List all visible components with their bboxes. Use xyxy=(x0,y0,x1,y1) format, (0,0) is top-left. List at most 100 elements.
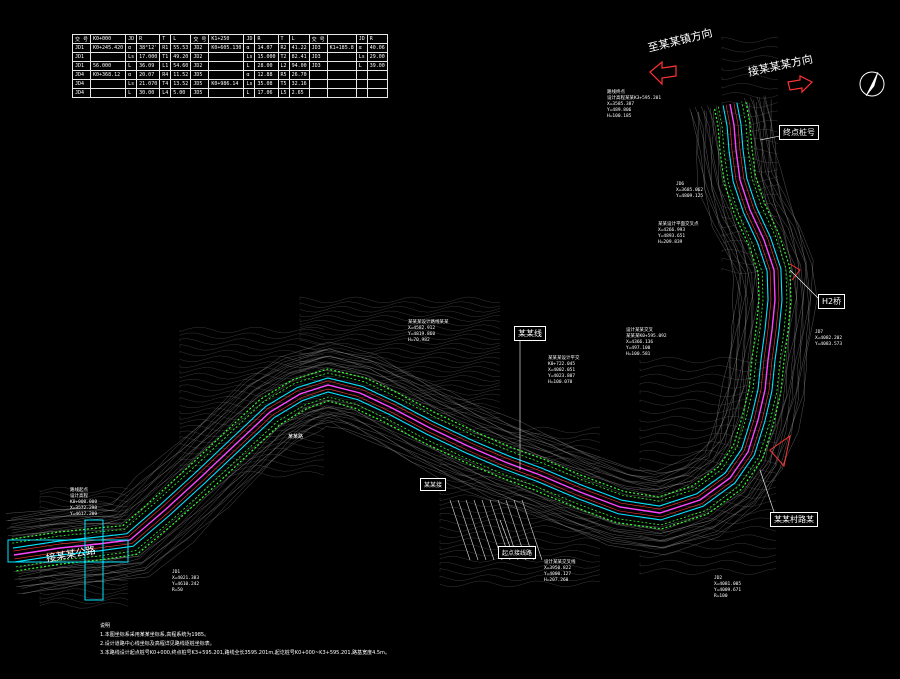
table-cell: 38°12' xyxy=(136,43,161,53)
annotation-line: Y=4023.807 xyxy=(548,374,576,379)
contour-line xyxy=(299,361,501,368)
contour-line xyxy=(721,212,779,219)
contour-line xyxy=(39,496,129,503)
contour-line xyxy=(299,315,501,322)
table-cell: 交 号 xyxy=(308,34,328,44)
leader-line xyxy=(759,469,777,519)
contour-line xyxy=(299,384,501,391)
table-cell xyxy=(366,79,388,89)
contour-line xyxy=(13,110,760,540)
contour-line xyxy=(299,370,501,377)
table-cell: L4 xyxy=(159,88,172,98)
contour-line xyxy=(299,375,501,382)
contour-line xyxy=(11,111,753,534)
contour-line xyxy=(639,373,777,380)
contour-line xyxy=(639,483,777,491)
contour-line xyxy=(721,101,779,108)
slope-line xyxy=(15,101,788,568)
contour-line xyxy=(39,593,129,600)
annotation-line: X=3685.062 xyxy=(676,188,704,193)
annotation-line: 设计高程某某K3+595.201 xyxy=(607,96,662,101)
contour-line xyxy=(39,523,129,531)
contour-line xyxy=(639,500,777,507)
table-cell: Ls xyxy=(243,79,256,89)
table-cell: α xyxy=(125,70,138,80)
contour-line xyxy=(299,306,501,313)
table-cell: R5 xyxy=(277,70,290,80)
table-cell: 49.20 xyxy=(170,52,192,62)
table-cell: T4 xyxy=(159,79,172,89)
table-cell: 32.16 xyxy=(288,79,310,89)
annotation-line: H=70.982 xyxy=(408,338,430,343)
table-cell: α xyxy=(243,43,256,53)
annotation-line: Y=4009.671 xyxy=(714,588,742,593)
contour-line xyxy=(11,110,748,525)
contour-line xyxy=(639,466,777,474)
table-cell: 12.88 xyxy=(254,70,279,80)
contour-line xyxy=(18,95,810,587)
table-cell: Ls xyxy=(355,52,368,62)
contour-line xyxy=(721,239,779,247)
bridge-line xyxy=(457,499,479,561)
table-cell: R2 xyxy=(277,43,290,53)
contour-line xyxy=(179,373,325,380)
contour-line xyxy=(179,332,325,339)
contour-line xyxy=(179,338,325,345)
annotation-line: X=3950.822 xyxy=(544,566,572,571)
contour-line xyxy=(179,355,325,362)
contour-line xyxy=(721,46,779,53)
table-cell: L xyxy=(170,34,192,44)
table-cell xyxy=(208,61,245,71)
table-cell: 55.53 xyxy=(170,43,192,53)
table-cell: 39.00 xyxy=(366,61,388,71)
table-cell xyxy=(355,88,368,98)
table-cell: 21.070 xyxy=(136,79,161,89)
table-cell: JD5 xyxy=(190,70,210,80)
table-cell: R xyxy=(136,34,161,44)
table-cell xyxy=(90,88,127,98)
contour-line xyxy=(39,487,129,494)
annotation-line: X=4081.005 xyxy=(714,582,742,587)
annotation-line: JD6 xyxy=(676,182,685,187)
note-1: 1.本图坐标系采用某某坐标系,高程系统为1985。 xyxy=(100,632,210,638)
annotation-line: H=100.185 xyxy=(607,114,632,119)
contour-line xyxy=(299,347,501,354)
contour-line xyxy=(299,356,501,364)
table-cell: R xyxy=(254,34,279,44)
table-cell: L5 xyxy=(277,88,290,98)
table-cell: L xyxy=(243,88,256,98)
table-cell xyxy=(308,70,328,80)
table-cell: 交 号 xyxy=(71,34,92,44)
contour-line xyxy=(13,97,792,573)
table-cell xyxy=(208,70,245,80)
contour-line xyxy=(39,583,129,591)
contour-line xyxy=(721,249,779,256)
contour-line xyxy=(39,574,129,581)
contour-line xyxy=(18,97,804,581)
table-cell: JD3 xyxy=(308,61,328,71)
slope-line xyxy=(12,106,764,544)
table-cell: 5.00 xyxy=(170,88,192,98)
table-cell: T xyxy=(159,34,172,44)
contour-line xyxy=(6,107,742,522)
annotation-line: X=4266.993 xyxy=(658,228,686,233)
table-cell: 13.52 xyxy=(170,79,192,89)
table-cell: 82.41 xyxy=(288,52,310,62)
slope-line xyxy=(16,100,792,572)
table-cell: 40.06 xyxy=(366,43,388,53)
table-cell: K0+605.130 xyxy=(208,43,245,53)
contour-line xyxy=(179,378,325,386)
h1-tag: 某某村路某 xyxy=(770,512,818,527)
contour-line xyxy=(721,83,779,90)
contour-line xyxy=(639,399,777,406)
annotation-line: 某某某设计平交 xyxy=(548,356,580,361)
bridge-line xyxy=(521,499,543,561)
